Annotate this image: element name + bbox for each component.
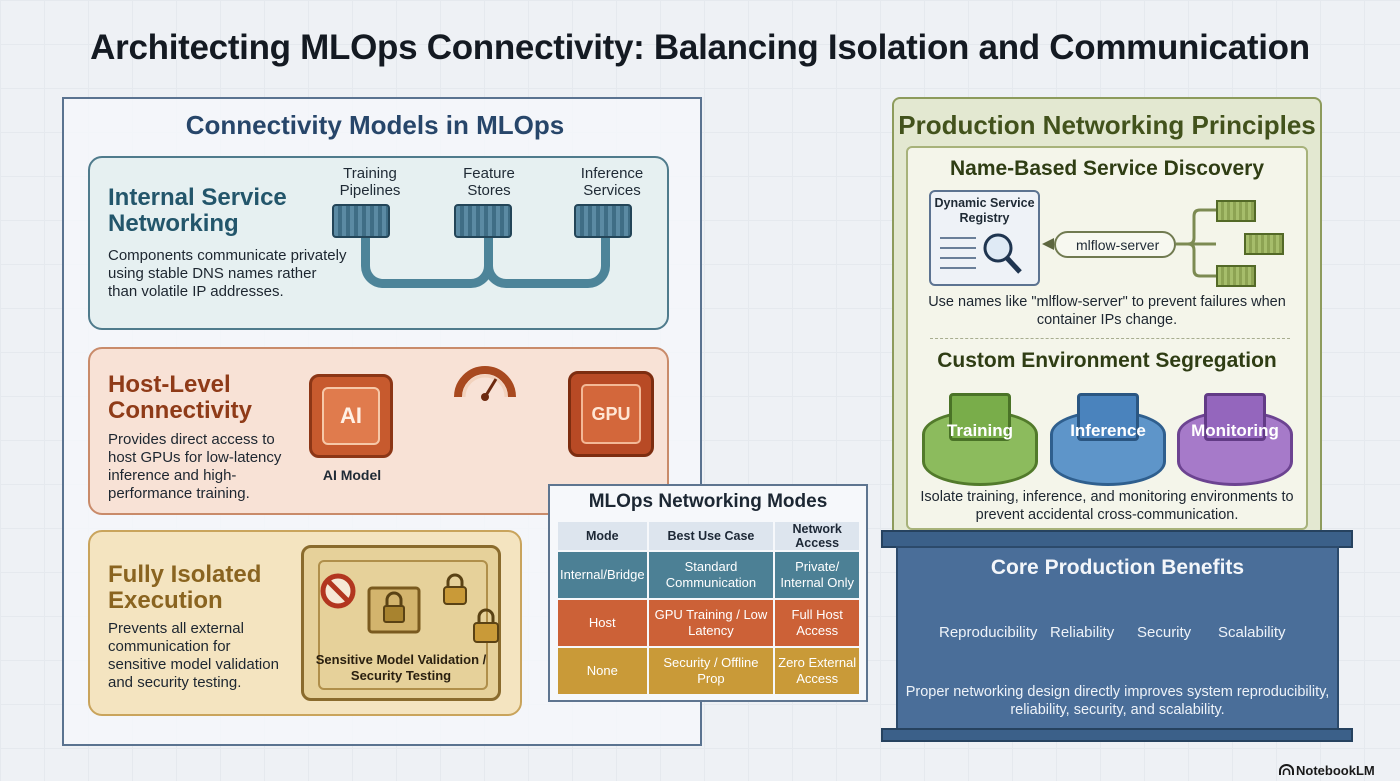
isolated-execution-description: Prevents all external communication for … (108, 620, 279, 691)
table-cell-access: Private/ Internal Only (775, 552, 859, 598)
benefit-reliability: Reliability (1050, 624, 1115, 641)
gpu-chip-text: GPU (581, 384, 641, 444)
node-server-icon (1216, 265, 1256, 287)
internal-networking-title: Internal Service Networking (108, 184, 287, 237)
env-label-training: Training (946, 421, 1014, 440)
table-cell-access: Full Host Access (775, 600, 859, 646)
node-server-icon (1216, 200, 1256, 222)
speedometer-icon (454, 366, 516, 401)
padlock-icon (443, 573, 467, 605)
table-cell-use-case: Standard Communication (648, 552, 774, 598)
benefit-reproducibility: Reproducibility (939, 624, 1038, 641)
table-row: Internal/Bridge Standard Communication P… (558, 552, 859, 598)
network-pipe-right (484, 238, 610, 288)
benefit-scalability: Scalability (1218, 624, 1286, 641)
benefits-pedestal-base (881, 728, 1353, 742)
cube-icon (949, 393, 1011, 441)
padlock-icon (473, 608, 499, 643)
page-title: Architecting MLOps Connectivity: Balanci… (90, 28, 1310, 67)
table-cell-use-case: GPU Training / Low Latency (648, 600, 774, 646)
benefit-security: Security (1137, 624, 1192, 641)
connector-lines (1176, 208, 1216, 278)
cube-icon (1077, 393, 1139, 441)
host-connectivity-title: Host-Level Connectivity (108, 371, 253, 424)
service-discovery-description: Use names like "mlflow-server" to preven… (928, 294, 1286, 328)
benefits-description: Proper networking design directly improv… (905, 684, 1330, 718)
table-cell-mode: Host (558, 600, 647, 646)
server-icon (574, 204, 632, 238)
cube-icon (1204, 393, 1266, 441)
service-registry-label: Dynamic Service Registry (934, 196, 1035, 225)
brand-label: NotebookLM (1296, 763, 1375, 778)
env-label-monitoring: Monitoring (1191, 421, 1279, 440)
service-label-training: Training Pipelines (339, 165, 401, 199)
arrow-left-icon (1042, 238, 1054, 250)
table-cell-mode: Internal/Bridge (558, 552, 647, 598)
vault-caption: Sensitive Model Validation / Security Te… (315, 652, 487, 683)
service-label-inference: Inference Services (580, 165, 644, 199)
mlflow-server-pill: mlflow-server (1054, 231, 1176, 258)
ai-chip-text: AI (322, 387, 380, 445)
host-connectivity-description: Provides direct access to host GPUs for … (108, 431, 282, 502)
magnifier-icon (940, 233, 1022, 274)
env-label-inference: Inference (1070, 421, 1146, 440)
divider (930, 338, 1290, 339)
table-cell-mode: None (558, 648, 647, 694)
ai-model-caption: AI Model (322, 467, 382, 483)
service-discovery-title: Name-Based Service Discovery (949, 157, 1264, 180)
server-icon (332, 204, 390, 238)
ai-chip-icon: AI (309, 374, 393, 458)
server-icon (454, 204, 512, 238)
table-cell-access: Zero External Access (775, 648, 859, 694)
table-header: Mode (558, 522, 647, 550)
gpu-chip-icon: GPU (568, 371, 654, 457)
benefits-pedestal (896, 546, 1339, 732)
table-header: Best Use Case (648, 522, 774, 550)
table-cell-use-case: Security / Offline Prop (648, 648, 774, 694)
table-row: None Security / Offline Prop Zero Extern… (558, 648, 859, 694)
node-server-icon (1244, 233, 1284, 255)
internal-networking-description: Components communicate privately using s… (108, 247, 347, 300)
production-principles-heading: Production Networking Principles (898, 110, 1316, 140)
isolated-execution-title: Fully Isolated Execution (108, 561, 262, 614)
environment-segregation-title: Custom Environment Segregation (937, 349, 1277, 372)
network-pipe-left (361, 238, 493, 288)
environment-segregation-description: Isolate training, inference, and monitor… (920, 489, 1294, 523)
benefits-title: Core Production Benefits (990, 556, 1245, 579)
lock-box-icon (367, 586, 421, 634)
notebooklm-logo-icon (1279, 764, 1294, 775)
table-row: Host GPU Training / Low Latency Full Hos… (558, 600, 859, 646)
table-header: Network Access (775, 522, 859, 550)
networking-modes-table: Mode Best Use Case Network Access Intern… (556, 520, 861, 696)
networking-modes-title: MLOps Networking Modes (588, 491, 828, 512)
connectivity-models-heading: Connectivity Models in MLOps (185, 110, 565, 140)
prohibited-icon (320, 573, 356, 609)
service-label-feature: Feature Stores (463, 165, 515, 199)
